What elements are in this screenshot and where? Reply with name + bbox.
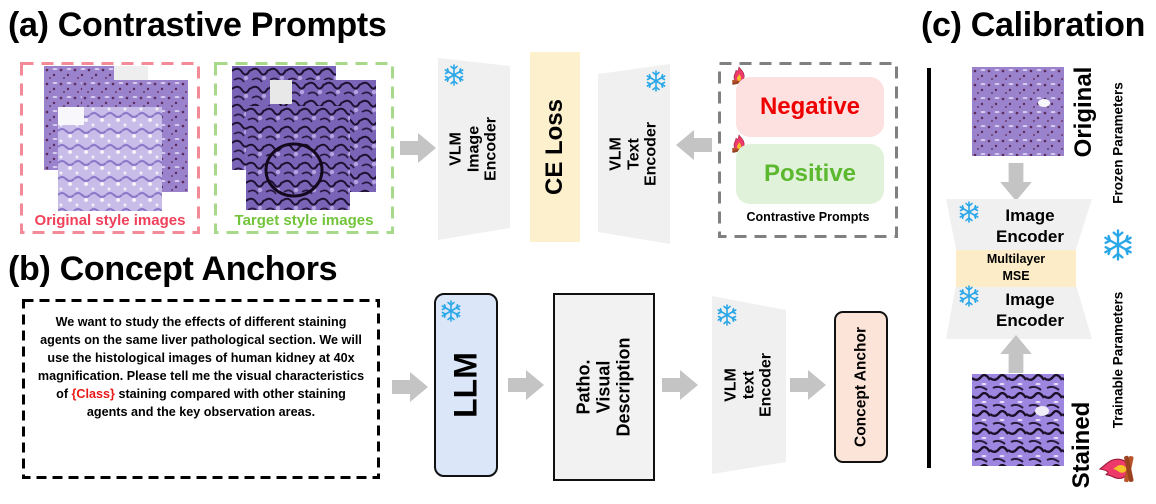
text-encoder-label-line3: Encoder — [642, 121, 660, 187]
arrow-down-icon — [1000, 163, 1032, 201]
snowflake-icon — [717, 304, 737, 326]
arrow-right-icon — [508, 370, 544, 400]
vlm-image-encoder: VLM Image Encoder — [438, 58, 510, 240]
trainable-parameters-legend: Trainable Parameters — [1110, 291, 1126, 429]
prompt-text-part2: staining compared with other staining ag… — [86, 387, 346, 419]
snowflake-icon — [441, 300, 461, 322]
text-encoder-label-line2: Text — [625, 138, 643, 170]
section-c-title: (c) Calibration — [921, 6, 1146, 44]
vlm-text-encoder-b: VLM text Encoder — [712, 296, 786, 474]
text-encoder-label-line1: VLM — [607, 137, 625, 171]
arrow-right-icon — [400, 133, 436, 163]
text-encoder-b-label-line3: Encoder — [757, 352, 775, 418]
snowflake-legend-icon — [1104, 229, 1132, 261]
arrow-right-icon — [662, 370, 698, 400]
original-style-caption: Original style images — [34, 212, 186, 229]
llm-block: LLM — [434, 293, 498, 477]
contrastive-prompts-box: Negative Positive Contrastive Prompts — [718, 62, 898, 238]
arrow-up-icon — [1000, 335, 1032, 373]
section-divider — [927, 68, 931, 468]
image-encoder-label-line3: Encoder — [482, 116, 500, 182]
concept-anchor-block: Concept Anchor — [834, 311, 888, 463]
original-label: Original — [1069, 66, 1097, 158]
encoder-top-line2: Encoder — [995, 227, 1065, 246]
contrastive-prompts-caption: Contrastive Prompts — [746, 210, 870, 224]
image-encoder-label-line2: Image — [465, 125, 483, 173]
encoder-bottom-line2: Encoder — [995, 311, 1065, 330]
patho-visual-description-block: Patho. Visual Description — [553, 293, 655, 481]
llm-label: LLM — [447, 352, 484, 418]
text-encoder-b-label-line1: VLM — [722, 368, 740, 402]
target-style-caption: Target style images — [234, 212, 374, 229]
section-a-title: (a) Contrastive Prompts — [8, 6, 387, 44]
text-encoder-b-label-line2: text — [740, 370, 758, 400]
mse-label-line2: MSE — [1002, 269, 1030, 283]
arrow-left-icon — [676, 130, 712, 160]
snowflake-icon — [646, 70, 666, 92]
calibration-encoder-stack: Image Encoder Multilayer MSE Image Encod… — [946, 199, 1092, 339]
encoder-top-line1: Image — [1005, 206, 1055, 225]
original-tissue-image-3 — [58, 107, 162, 211]
section-b-title: (b) Concept Anchors — [8, 250, 338, 288]
arrow-right-icon — [790, 370, 826, 400]
fire-legend-icon — [1099, 454, 1135, 484]
description-label-line1: Patho. — [573, 359, 594, 415]
target-tissue-image-3 — [246, 106, 350, 210]
encoder-bottom-line1: Image — [1005, 290, 1055, 309]
vlm-text-encoder: VLM Text Encoder — [598, 64, 670, 244]
concept-anchor-label: Concept Anchor — [852, 327, 870, 447]
snowflake-icon — [444, 64, 464, 86]
image-encoder-label-line1: VLM — [447, 132, 465, 166]
arrow-right-icon — [392, 372, 428, 402]
positive-prompt: Positive — [736, 144, 884, 204]
multilayer-mse-block: Multilayer MSE — [956, 250, 1076, 287]
llm-prompt-box: We want to study the effects of differen… — [22, 299, 380, 479]
stained-calibration-image — [972, 374, 1064, 466]
ce-loss-label: CE Loss — [540, 98, 568, 196]
description-label-line3: Description — [612, 337, 633, 437]
stained-label: Stained — [1067, 401, 1095, 489]
negative-prompt: Negative — [736, 77, 884, 137]
frozen-parameters-legend: Frozen Parameters — [1110, 82, 1126, 204]
mse-label-line1: Multilayer — [986, 252, 1046, 266]
original-calibration-image — [972, 67, 1064, 156]
original-style-images-box: Original style images — [20, 62, 200, 234]
prompt-text-part1: We want to study the effects of differen… — [37, 315, 365, 401]
description-label-line2: Visual — [593, 360, 614, 414]
image-encoder-top: Image Encoder — [968, 205, 1092, 247]
ce-loss-block: CE Loss — [530, 52, 580, 242]
class-token: {Class} — [71, 387, 115, 401]
image-encoder-bottom: Image Encoder — [968, 289, 1092, 331]
llm-prompt-text: We want to study the effects of differen… — [36, 313, 366, 421]
target-style-images-box: Target style images — [214, 62, 394, 234]
